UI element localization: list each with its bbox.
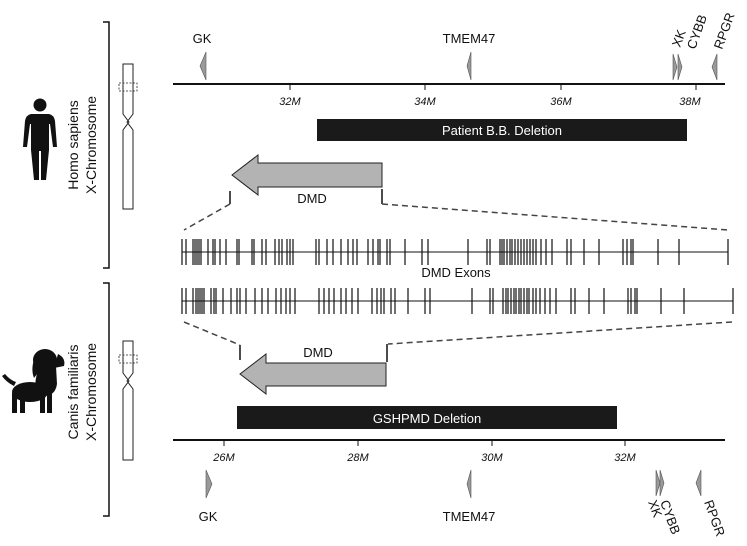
dog-gene-tmem47-marker: [466, 469, 472, 499]
human-tick-label: 36M: [550, 96, 572, 108]
dog-gene-label-xk: XK: [645, 498, 665, 520]
dog-panel: Canis familiaris X-Chromosome: [2, 282, 734, 538]
human-dmd-arrow: [231, 153, 383, 197]
human-panel: Homo sapiens X-Chromosome 32M 34M 36M 38…: [23, 11, 738, 269]
dog-dmd-arrow: [239, 352, 387, 396]
dog-tick-label: 26M: [212, 452, 235, 464]
dog-gene-gk-marker: [205, 469, 213, 499]
human-zoom-line-right: [381, 203, 729, 231]
human-gene-label-cybb: CYBB: [684, 13, 710, 51]
human-gene-rpgr-marker: [711, 53, 718, 81]
dog-zoom-line-right: [387, 321, 733, 345]
human-gene-label-tmem47: TMEM47: [443, 31, 496, 46]
dog-deletion-bar: [237, 406, 617, 429]
human-gene-gk-marker: [199, 51, 207, 81]
dmd-exons-label: DMD Exons: [421, 265, 491, 280]
human-gene-tmem47-marker: [466, 51, 472, 81]
dog-species-label: Canis familiaris: [65, 345, 81, 440]
human-exon-track: [181, 239, 729, 265]
dog-gene-label-cybb: CYBB: [657, 498, 683, 536]
dog-tick-label: 32M: [614, 452, 636, 464]
human-gene-label-xk: XK: [669, 27, 689, 49]
dog-deletion-label: GSHPMD Deletion: [373, 411, 481, 426]
dog-gene-label-tmem47: TMEM47: [443, 509, 496, 524]
dog-chromosome-label: X-Chromosome: [83, 343, 99, 441]
human-deletion-label: Patient B.B. Deletion: [442, 123, 562, 138]
dog-silhouette-icon: [2, 349, 65, 413]
dog-dmd-label: DMD: [303, 345, 333, 360]
dog-gene-xk-marker: [655, 469, 661, 497]
dog-gene-label-rpgr: RPGR: [701, 498, 728, 538]
human-tick-label: 38M: [679, 96, 701, 108]
human-gene-xk-marker: [672, 53, 678, 81]
human-silhouette-icon: [23, 98, 57, 180]
chromosome-icon: [118, 340, 138, 461]
human-tick-label: 34M: [414, 96, 436, 108]
chromosome-icon: [118, 63, 138, 210]
dog-gene-cybb-marker: [659, 469, 665, 497]
dog-gene-rpgr-marker: [695, 469, 702, 497]
human-dmd-label: DMD: [297, 191, 327, 206]
human-species-label: Homo sapiens: [65, 100, 81, 190]
human-chromosome-label: X-Chromosome: [83, 96, 99, 194]
dog-exon-track: [181, 288, 734, 314]
human-gene-label-rpgr: RPGR: [711, 11, 738, 51]
human-zoom-line-left: [183, 203, 231, 231]
human-bracket: [103, 21, 110, 269]
dog-gene-label-gk: GK: [199, 509, 218, 524]
dog-tick-label: 30M: [481, 452, 503, 464]
dog-bracket: [103, 282, 110, 517]
human-deletion-bar: [317, 119, 687, 141]
human-gene-label-gk: GK: [193, 31, 212, 46]
human-gene-cybb-marker: [677, 53, 683, 81]
dog-tick-label: 28M: [346, 452, 369, 464]
dog-zoom-line-left: [183, 321, 241, 346]
human-tick-label: 32M: [279, 96, 301, 108]
